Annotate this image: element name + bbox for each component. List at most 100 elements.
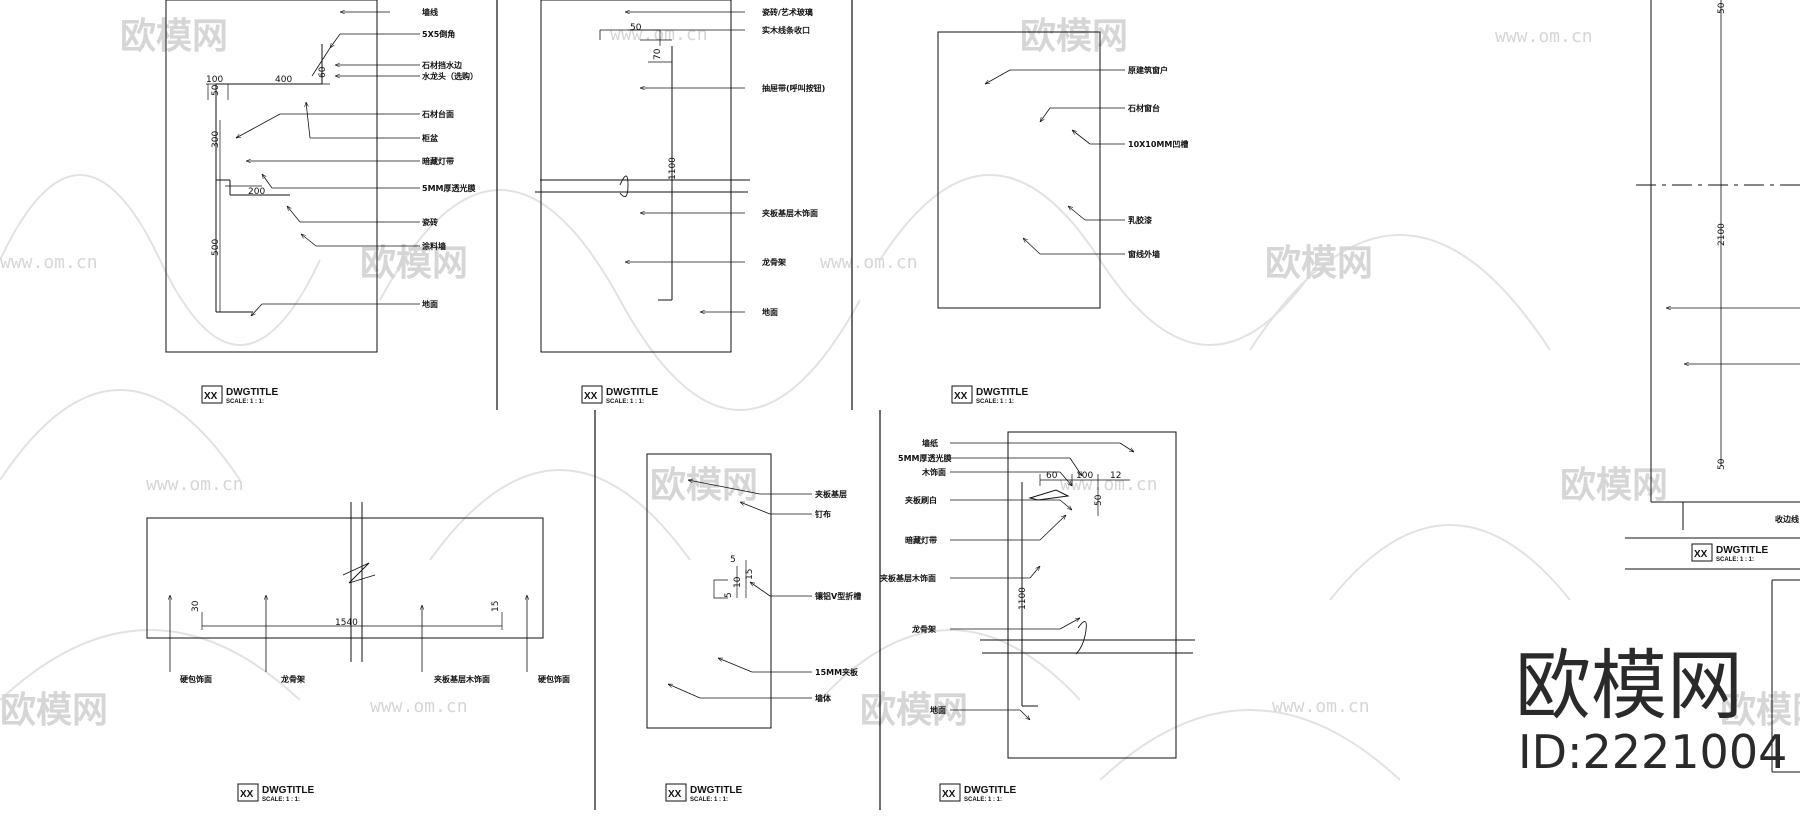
title-block-scale: SCALE: 1 : 1: [262, 797, 300, 803]
watermark-logo: 欧模网 [1720, 690, 1800, 731]
panel-7-door-section [1625, 0, 1800, 773]
title-block-title: DWGTITLE [964, 785, 1017, 796]
dimension-text: 50 [1094, 494, 1104, 506]
dimension-text: 5 [730, 555, 736, 565]
title-block: XX DWGTITLE SCALE: 1 : 1: [1691, 543, 1769, 563]
annotation-label: 窗线外墙 [1128, 249, 1160, 259]
title-block-tag: XX [954, 391, 968, 402]
annotation-label: 水龙头（选购） [421, 71, 478, 81]
watermark-text-layer: 欧模网 欧模网 www.om.cn www.om.cn www.om.cn 欧模… [0, 16, 1800, 731]
panel-5-texts: 夹板基层 钉布 镶铝V型折槽 15MM夹板 墙体 5 10 5 15 [724, 489, 861, 703]
annotation-label: 柜盆 [421, 133, 439, 143]
panel-6-texts: 墙纸 5MM厚透光膜 木饰面 夹板刷白 暗藏灯带 夹板基层木饰面 龙骨架 地面 … [880, 438, 1121, 715]
annotation-label: 硬包饰面 [538, 674, 570, 684]
annotation-label: 地面 [422, 299, 438, 309]
annotation-label: 瓷砖/艺术玻璃 [762, 7, 813, 17]
annotation-label: 地面 [930, 705, 946, 715]
annotation-label: 抽屉带(呼叫按钮) [762, 83, 825, 93]
title-block-tag: XX [584, 391, 598, 402]
title-block-tag: XX [240, 789, 254, 800]
dimension-text: 400 [275, 75, 292, 85]
panel-6-lighttrough-section [950, 431, 1195, 759]
dimension-text: 100 [1076, 471, 1093, 481]
annotation-label: 夹板基层 [815, 489, 847, 499]
title-block-scale: SCALE: 1 : 1: [690, 797, 728, 803]
title-block-tag: XX [942, 789, 956, 800]
dimension-text: 100 [206, 75, 223, 85]
annotation-label: 10X10MM凹槽 [1128, 139, 1188, 149]
title-block: XX DWGTITLE SCALE: 1 : 1: [237, 783, 315, 803]
watermark-logo: 欧模网 [0, 690, 108, 731]
annotation-label: 涂料墙 [422, 241, 446, 251]
panel-3-texts: 原建筑窗户 石材窗台 10X10MM凹槽 乳胶漆 窗线外墙 [1127, 65, 1188, 259]
annotation-label: 墙线 [422, 7, 438, 17]
dimension-text: 500 [211, 239, 221, 256]
panel-4-plan-section [146, 502, 544, 672]
title-block-tag: XX [204, 391, 218, 402]
watermark-url: www.om.cn [820, 252, 918, 273]
title-block-title: DWGTITLE [226, 387, 279, 398]
annotation-label: 瓷砖 [422, 217, 438, 227]
title-block: XX DWGTITLE SCALE: 1 : 1: [201, 385, 279, 405]
title-block-title: DWGTITLE [690, 785, 743, 796]
annotation-label: 暗藏灯带 [422, 156, 454, 166]
dimension-text: 2100 [1717, 223, 1727, 246]
title-block-title: DWGTITLE [262, 785, 315, 796]
annotation-label: 硬包饰面 [180, 674, 212, 684]
watermark-logo: 欧模网 [650, 465, 758, 506]
title-block: XX DWGTITLE SCALE: 1 : 1: [665, 783, 743, 803]
title-block-scale: SCALE: 1 : 1: [964, 797, 1002, 803]
annotation-label: 乳胶漆 [1128, 215, 1152, 225]
annotation-label: 龙骨架 [761, 257, 786, 267]
title-block-scale: SCALE: 1 : 1: [976, 399, 1014, 405]
watermark-logo: 欧模网 [1020, 16, 1128, 57]
dimension-text: 1100 [1018, 587, 1028, 610]
annotation-label: 5X5倒角 [422, 29, 455, 39]
annotation-label: 夹板基层木饰面 [434, 674, 490, 684]
annotation-label: 实木线条收口 [762, 25, 810, 35]
dimension-text: 50 [630, 23, 642, 33]
brand-overlay: 欧模网 ID:2221004 [1515, 641, 1787, 779]
dimension-text: 60 [1046, 471, 1058, 481]
panel-7-texts: 50 2100 50 收边线 [1717, 2, 1799, 524]
annotation-label: 原建筑窗户 [1128, 65, 1168, 75]
dimension-text: 50 [1717, 458, 1727, 470]
annotation-label: 石材窗台 [1127, 103, 1160, 113]
annotation-label: 夹板基层木饰面 [762, 208, 818, 218]
annotation-label: 夹板基层木饰面 [880, 573, 936, 583]
title-block-title: DWGTITLE [1716, 545, 1769, 556]
dimension-text: 12 [1110, 471, 1121, 481]
annotation-label: 石材台面 [421, 109, 454, 119]
title-block-title: DWGTITLE [976, 387, 1029, 398]
dimension-text: 15 [745, 569, 755, 580]
annotation-label: 龙骨架 [911, 624, 936, 634]
title-block: XX DWGTITLE SCALE: 1 : 1: [939, 783, 1017, 803]
annotation-label: 钉布 [815, 509, 831, 519]
dimension-text: 15 [491, 601, 501, 612]
panel-4-texts: 硬包饰面 龙骨架 夹板基层木饰面 硬包饰面 30 15 1540 [180, 600, 570, 684]
dimension-text: 10 [733, 576, 743, 588]
dimension-text: 50 [211, 84, 221, 96]
title-block-scale: SCALE: 1 : 1: [226, 399, 264, 405]
brand-name: 欧模网 [1515, 641, 1743, 730]
watermark-url: www.om.cn [610, 24, 708, 45]
watermark-logo: 欧模网 [1265, 243, 1373, 284]
annotation-label: 龙骨架 [280, 674, 305, 684]
title-block-tag: XX [668, 789, 682, 800]
watermark-logo: 欧模网 [120, 16, 228, 57]
title-block-scale: SCALE: 1 : 1: [606, 399, 644, 405]
panel-1-texts: 墙线 5X5倒角 石材挡水边 水龙头（选购） 石材台面 柜盆 暗藏灯带 5MM厚… [206, 7, 478, 309]
watermark-url: www.om.cn [1495, 26, 1593, 47]
annotation-label: 5MM厚透光膜 [422, 183, 476, 193]
annotation-label: 地面 [762, 307, 778, 317]
dimension-text: 200 [248, 187, 265, 197]
annotation-label: 5MM厚透光膜 [898, 453, 952, 463]
annotation-label: 收边线 [1775, 514, 1799, 524]
annotation-label: 石材挡水边 [421, 60, 463, 70]
watermark-logo: 欧模网 [860, 690, 968, 731]
dimension-text: 70 [653, 48, 663, 60]
annotation-label: 夹板刷白 [905, 495, 937, 505]
annotation-label: 木饰面 [921, 467, 946, 477]
panel-2-wall-section [535, 0, 750, 353]
